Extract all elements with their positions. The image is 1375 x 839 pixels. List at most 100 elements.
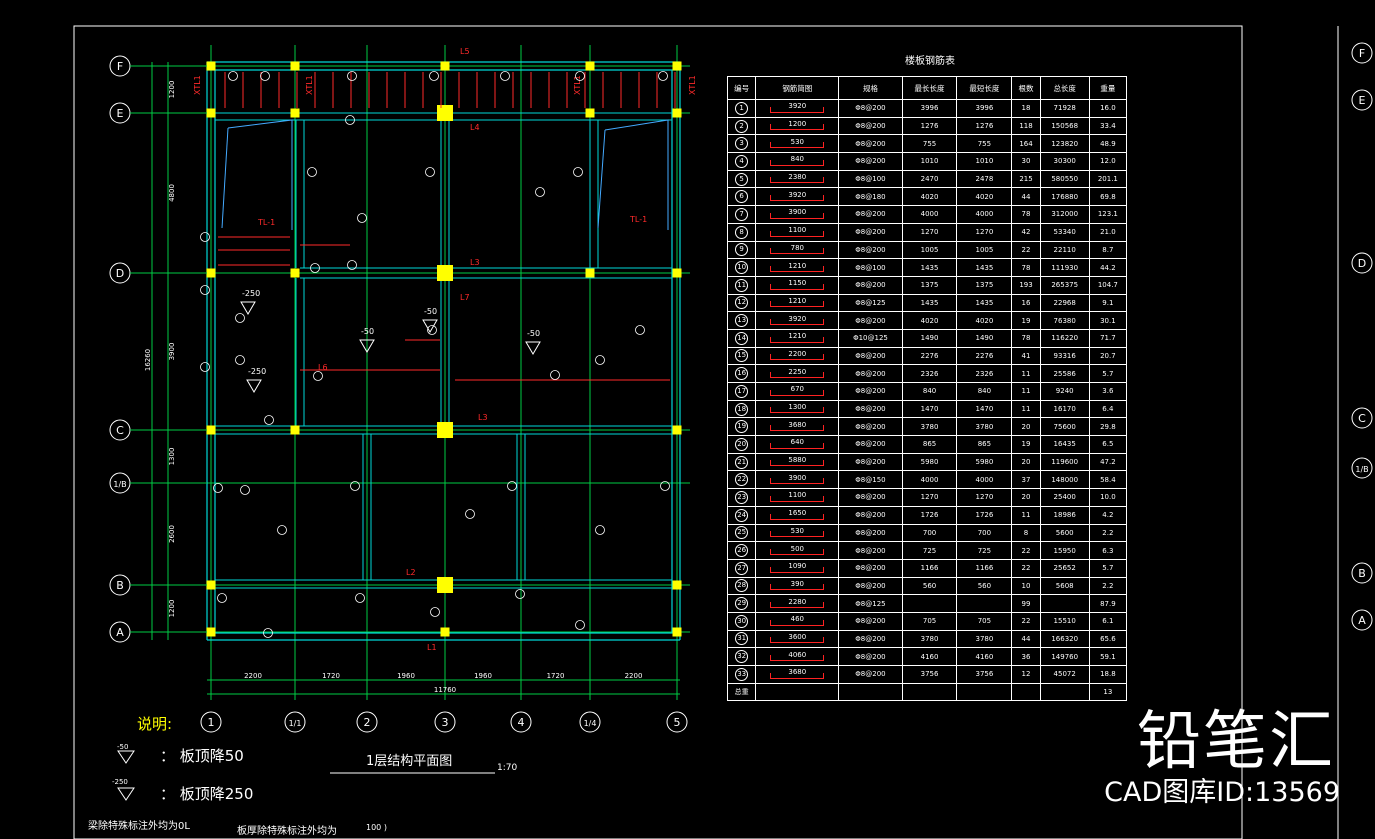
row-number-circle: 21	[735, 455, 749, 469]
row-number: 8	[726, 222, 757, 242]
grid-bubble	[510, 711, 532, 733]
grid-bubble	[666, 711, 688, 733]
table-cell: 312000	[1039, 205, 1090, 224]
dimension-label: 1720	[547, 672, 565, 680]
table-cell: 560	[901, 576, 958, 596]
rebar-shape: 3680	[755, 417, 840, 437]
beam-label: L7	[460, 293, 470, 302]
rebar-shape: 1210	[755, 258, 840, 277]
column	[440, 627, 450, 637]
table-cell: 149760	[1039, 647, 1090, 666]
rebar-length: 530	[790, 137, 804, 146]
level-triangle-icon	[117, 787, 135, 801]
table-cell: 1005	[901, 240, 958, 260]
table-cell: 22	[1011, 240, 1041, 260]
grid-bubble	[579, 711, 601, 733]
table-cell: 25652	[1039, 558, 1090, 578]
table-cell: 20	[1011, 452, 1041, 472]
rebar-tag	[550, 370, 560, 380]
table-cell: Φ8@200	[838, 665, 903, 684]
beam-label: TL-1	[629, 215, 647, 224]
table-cell: 1375	[956, 275, 1013, 295]
rebar-shape-icon	[770, 389, 825, 396]
table-cell: 2.2	[1088, 523, 1128, 543]
table-cell: Φ10@125	[838, 328, 903, 348]
table-cell: 2276	[956, 346, 1013, 366]
table-cell: 47.2	[1088, 452, 1128, 472]
rebar-shape: 1210	[755, 293, 840, 313]
table-cell: 13	[1088, 682, 1128, 702]
rebar-tag	[427, 325, 437, 335]
stair-line	[221, 127, 229, 229]
table-cell: Φ8@200	[838, 240, 903, 260]
grid-bubble	[284, 711, 306, 733]
beam-label: L6	[318, 363, 328, 372]
table-cell: 5608	[1039, 576, 1090, 596]
rebar-tag	[355, 593, 365, 603]
total-dimension-label: 11760	[434, 686, 456, 694]
table-cell: 150568	[1039, 116, 1090, 136]
table-cell: Φ8@200	[838, 152, 903, 171]
row-number-circle: 5	[735, 172, 749, 186]
table-cell: 755	[901, 134, 958, 154]
row-number: 13	[726, 311, 757, 330]
table-cell: Φ8@200	[838, 576, 903, 596]
table-cell: 166320	[1039, 629, 1090, 649]
rebar-shape: 460	[755, 611, 840, 631]
column	[672, 108, 682, 118]
table-cell	[901, 594, 958, 613]
grid-bubble	[1351, 562, 1373, 584]
table-cell: 18	[1011, 99, 1041, 118]
rebar-length: 3900	[788, 208, 807, 217]
row-number-circle: 13	[735, 314, 749, 328]
grid-bubble-label: E	[1359, 94, 1366, 107]
table-cell: 87.9	[1088, 594, 1128, 613]
table-cell: 5980	[901, 452, 958, 472]
grid-bubble-label: B	[116, 579, 124, 592]
table-cell: 2.2	[1088, 576, 1128, 596]
rebar-tag	[515, 589, 525, 599]
rebar-shape: 1090	[755, 558, 840, 578]
note2-symbol: -250	[112, 778, 128, 786]
column	[585, 108, 595, 118]
grid-bubble	[200, 711, 222, 733]
table-cell: 6.1	[1088, 611, 1128, 631]
column	[672, 580, 682, 590]
table-cell: Φ8@200	[838, 523, 903, 543]
stair-line	[604, 119, 669, 230]
grid-bubble-label: 1/B	[113, 480, 126, 489]
rebar-shape-icon	[770, 407, 825, 414]
rebar-tag	[260, 71, 270, 81]
row-number: 14	[726, 328, 757, 348]
rebar-tag	[573, 167, 583, 177]
rebar-tag	[595, 355, 605, 365]
row-number-circle: 18	[735, 402, 749, 416]
table-cell: 75600	[1039, 417, 1090, 437]
note2-text: ： 板顶降250	[160, 785, 254, 803]
rebar-length: 1100	[788, 491, 807, 500]
rebar-shape-icon	[770, 336, 825, 343]
column	[206, 627, 216, 637]
rebar-tag	[263, 628, 273, 638]
grid-bubble-label: 1/1	[289, 719, 302, 728]
table-header-cell: 重量	[1088, 76, 1128, 100]
grid-bubble-label: E	[117, 107, 124, 120]
rebar-length: 1150	[788, 279, 807, 288]
table-cell: 176880	[1039, 187, 1090, 207]
rebar-length: 1650	[788, 509, 807, 518]
table-cell: 5600	[1039, 523, 1090, 543]
table-cell: 111930	[1039, 258, 1090, 277]
table-cell: 1490	[956, 328, 1013, 348]
table-cell: 3756	[901, 665, 958, 684]
table-cell: 44	[1011, 629, 1041, 649]
stair-line	[597, 129, 606, 229]
rebar-shape-icon	[770, 265, 825, 272]
table-cell: Φ8@200	[838, 134, 903, 154]
